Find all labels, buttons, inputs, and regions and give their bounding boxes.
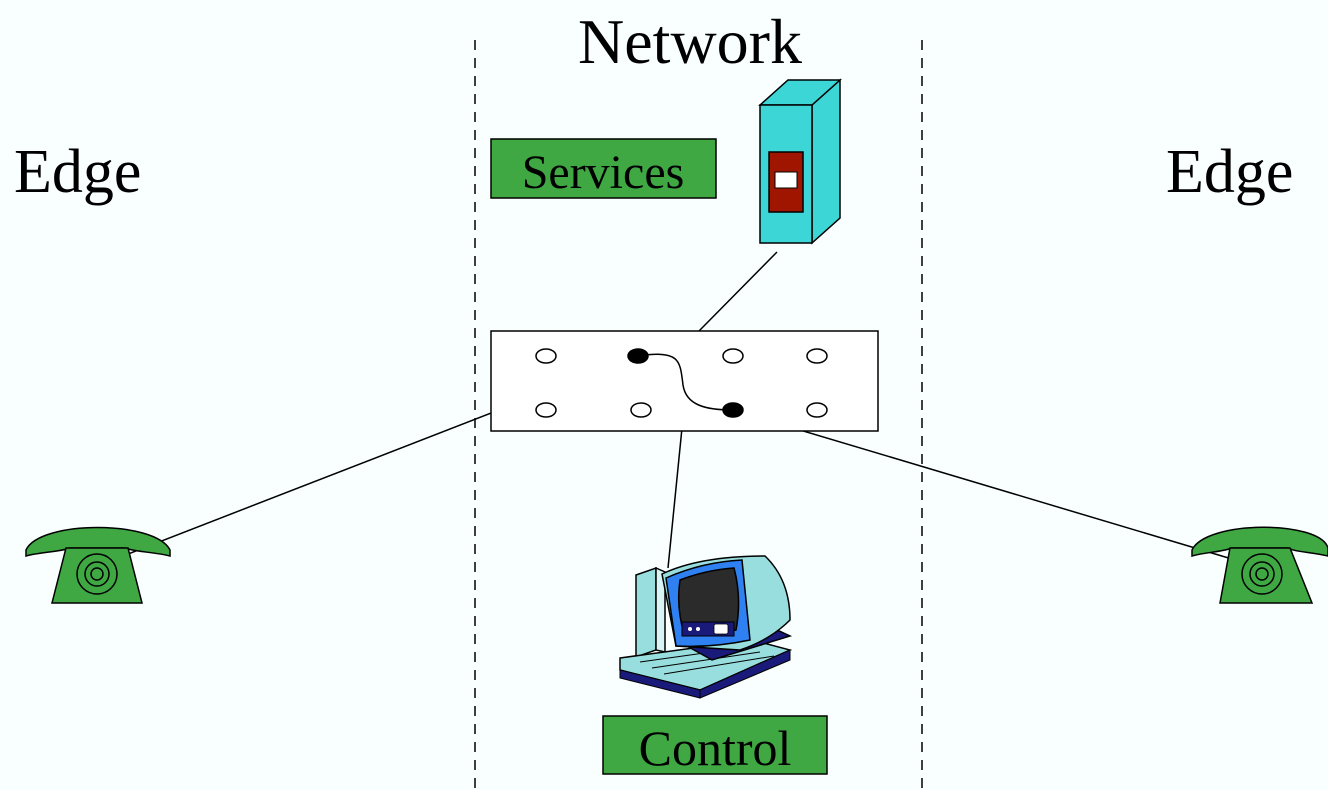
computer-icon (619, 555, 793, 699)
switch-port (535, 348, 557, 364)
control-link (667, 427, 683, 569)
services-label: Services (522, 146, 685, 199)
telephone-icon (1191, 526, 1328, 604)
server-icon (758, 78, 842, 245)
control-label: Control (639, 720, 792, 776)
switch-matrix (490, 330, 879, 432)
switch-port (722, 348, 744, 364)
right-edge-label: Edge (1166, 138, 1293, 206)
control-label-box: Control (602, 715, 828, 776)
server-link (698, 251, 778, 332)
switch-port (806, 402, 828, 418)
switch-port (535, 402, 557, 418)
services-label-box: Services (490, 138, 717, 199)
network-title: Network (578, 6, 802, 77)
left-edge-label: Edge (14, 138, 141, 206)
right-phone-link (732, 409, 1263, 569)
switch-path (637, 353, 734, 411)
switch-port (630, 402, 652, 418)
telephone-icon (25, 526, 171, 604)
switch-port (806, 348, 828, 364)
